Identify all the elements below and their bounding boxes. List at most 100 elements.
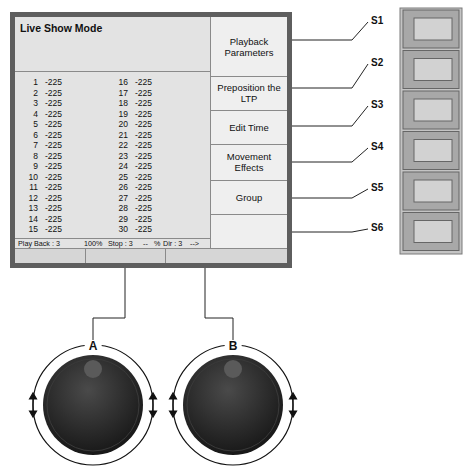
button-callout: S6	[371, 223, 383, 233]
table-cell: 24	[119, 162, 128, 171]
button-callout: S3	[371, 100, 383, 110]
table-cell: -225	[135, 78, 152, 87]
table-cell: 27	[119, 194, 128, 203]
table-cell: 6	[33, 131, 38, 140]
table-cell: 1	[33, 78, 38, 87]
table-cell: 14	[29, 215, 38, 224]
table-cell: -225	[135, 173, 152, 182]
soft-buttons	[403, 10, 459, 251]
table-cell: 30	[119, 225, 128, 234]
softkey-label: Movement Effects	[211, 144, 287, 180]
table-cell: -225	[135, 152, 152, 161]
softkey-label: Playback Parameters	[211, 17, 287, 76]
rotary-knob	[170, 345, 297, 465]
table-cell: -225	[45, 162, 62, 171]
softkey-label: Edit Time	[211, 110, 287, 144]
table-cell: -225	[45, 99, 62, 108]
lcd-grid	[15, 17, 287, 263]
table-cell: -225	[45, 215, 62, 224]
lcd-bottom-row	[15, 249, 287, 263]
button-callout: S1	[371, 16, 383, 26]
table-cell: 11	[29, 183, 38, 192]
table-cell: -225	[45, 78, 62, 87]
table-cell: -225	[45, 120, 62, 129]
table-cell: -225	[45, 110, 62, 119]
table-cell: -225	[45, 194, 62, 203]
table-cell: -225	[45, 204, 62, 213]
softkey-text: Group	[236, 192, 262, 203]
leader-line	[205, 268, 233, 340]
softkey-label: Preposition the LTP	[211, 76, 287, 110]
table-cell: 20	[119, 120, 128, 129]
table-cell: -225	[45, 183, 62, 192]
status-text: 100%	[84, 240, 102, 247]
status-text: %	[154, 240, 160, 247]
softkey-text: Movement Effects	[214, 151, 284, 173]
table-cell: -225	[45, 152, 62, 161]
table-cell: -225	[135, 215, 152, 224]
rotary-knob: A	[28, 340, 158, 470]
screen-title: Live Show Mode	[20, 22, 102, 34]
table-cell: -225	[45, 131, 62, 140]
table-cell: 12	[29, 194, 38, 203]
status-text: --	[143, 240, 148, 247]
table-cell: 7	[33, 141, 38, 150]
table-cell: 9	[33, 162, 38, 171]
lcd-panel	[15, 17, 287, 263]
table-cell: -225	[135, 204, 152, 213]
softkey-label: Group	[211, 180, 287, 214]
table-cell: -225	[135, 162, 152, 171]
softkey-text: Preposition the LTP	[214, 82, 284, 104]
knob-letter: B	[225, 340, 242, 352]
table-cell: -225	[135, 99, 152, 108]
softkey-text: Edit Time	[229, 122, 269, 133]
table-cell: -225	[45, 141, 62, 150]
table-cell: 13	[29, 204, 38, 213]
table-cell: -225	[135, 89, 152, 98]
leader-line	[93, 268, 125, 340]
table-cell: 18	[119, 99, 128, 108]
button-callout: S5	[371, 183, 383, 193]
table-cell: 2	[33, 89, 38, 98]
table-cell: 16	[119, 78, 128, 87]
status-text: Play Back : 3	[18, 240, 60, 247]
table-cell: 15	[29, 225, 38, 234]
table-cell: -225	[135, 183, 152, 192]
table-cell: 23	[119, 152, 128, 161]
table-cell: 22	[119, 141, 128, 150]
status-text: -->	[190, 240, 199, 247]
table-cell: -225	[135, 141, 152, 150]
softkey-leaders	[288, 22, 368, 232]
table-cell: 26	[119, 183, 128, 192]
status-text: Dir : 3	[163, 240, 182, 247]
table-cell: -225	[135, 110, 152, 119]
knob-letter: A	[85, 340, 102, 352]
lcd-bottom-dividers	[86, 249, 166, 263]
table-cell: -225	[135, 131, 152, 140]
table-cell: -225	[45, 225, 62, 234]
rotary-knob	[30, 345, 157, 465]
rotary-knob: B	[168, 340, 298, 470]
table-cell: -225	[45, 89, 62, 98]
table-cell: 28	[119, 204, 128, 213]
softkey-text: Playback Parameters	[214, 36, 284, 58]
table-cell: 19	[119, 110, 128, 119]
table-cell: -225	[135, 120, 152, 129]
table-cell: 17	[119, 89, 128, 98]
table-cell: 8	[33, 152, 38, 161]
status-text: Stop : 3	[108, 240, 133, 247]
table-cell: -225	[45, 173, 62, 182]
table-cell: 29	[119, 215, 128, 224]
table-cell: 10	[29, 173, 38, 182]
table-cell: 25	[119, 173, 128, 182]
softkey-column	[210, 17, 287, 248]
table-cell: 21	[119, 131, 128, 140]
button-callout: S4	[371, 142, 383, 152]
button-callout: S2	[371, 58, 383, 68]
table-cell: -225	[135, 225, 152, 234]
table-cell: -225	[135, 194, 152, 203]
table-cell: 5	[33, 120, 38, 129]
table-cell: 3	[33, 99, 38, 108]
